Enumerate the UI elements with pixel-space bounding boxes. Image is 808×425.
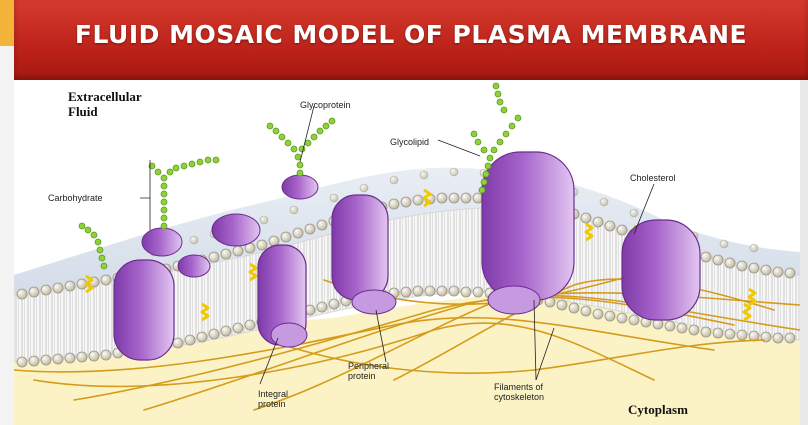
- integral-line1: Integral: [258, 389, 288, 399]
- integral-protein-label: Integral protein: [258, 389, 288, 410]
- filaments-line2: cytoskeleton: [494, 392, 544, 402]
- filaments-line1: Filaments of: [494, 382, 544, 392]
- integral-line2: protein: [258, 399, 288, 409]
- left-margin: [0, 46, 14, 425]
- right-margin: [800, 80, 808, 425]
- page-title: FLUID MOSAIC MODEL OF PLASMA MEMBRANE: [14, 20, 808, 49]
- membrane-illustration: [14, 80, 800, 425]
- extracellular-fluid-label: Extracellular Fluid: [68, 90, 142, 120]
- filaments-label: Filaments of cytoskeleton: [494, 382, 544, 403]
- cytoplasm-label: Cytoplasm: [628, 403, 688, 418]
- carbohydrate-label: Carbohydrate: [48, 193, 103, 203]
- peripheral-line1: Peripheral: [348, 361, 389, 371]
- title-banner: FLUID MOSAIC MODEL OF PLASMA MEMBRANE: [14, 0, 808, 80]
- glycolipid-label: Glycolipid: [390, 137, 429, 147]
- cholesterol-label: Cholesterol: [630, 173, 676, 183]
- extracellular-line2: Fluid: [68, 105, 142, 120]
- peripheral-line2: protein: [348, 371, 389, 381]
- glycoprotein-label: Glycoprotein: [300, 100, 351, 110]
- peripheral-protein-label: Peripheral protein: [348, 361, 389, 382]
- membrane-diagram: Extracellular Fluid Glycoprotein Glycoli…: [14, 80, 800, 425]
- extracellular-line1: Extracellular: [68, 90, 142, 105]
